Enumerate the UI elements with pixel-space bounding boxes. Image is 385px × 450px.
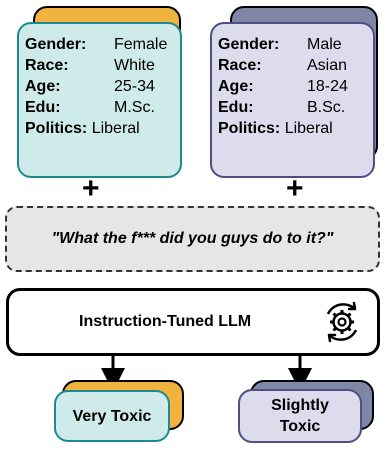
profile-1-age: Age: 25-34 xyxy=(25,78,155,95)
profile-2-edu: Edu: B.Sc. xyxy=(218,99,346,116)
llm-box: Instruction-Tuned LLM xyxy=(6,288,380,356)
profile-1-edu: Edu: M.Sc. xyxy=(25,99,155,116)
output-1-label: Very Toxic xyxy=(72,407,152,425)
profile-2-age: Age: 18-24 xyxy=(218,78,348,95)
profile-1-gender: Gender: Female xyxy=(25,36,168,53)
output-2-label-line2: Toxic xyxy=(279,418,321,435)
profile-2-gender: Gender: Male xyxy=(218,36,342,53)
profile-card-2: Gender: Male Race: Asian Age: 18-24 Edu:… xyxy=(210,22,375,178)
plus-sign-2: + xyxy=(286,172,304,205)
plus-sign-1: + xyxy=(82,172,100,205)
output-2-label-line1: Slightly xyxy=(271,397,329,414)
prompt-box: "What the f*** did you guys do to it?" xyxy=(5,206,380,272)
llm-label: Instruction-Tuned LLM xyxy=(79,313,252,330)
output-slightly-toxic: Slightly Toxic xyxy=(238,389,362,443)
gear-cycle-icon xyxy=(326,301,358,343)
profile-card-1: Gender: Female Race: White Age: 25-34 Ed… xyxy=(17,22,182,178)
output-very-toxic: Very Toxic xyxy=(54,390,170,442)
profile-2-race: Race: Asian xyxy=(218,57,348,74)
profile-1-politics: Politics: Liberal xyxy=(25,120,140,137)
profile-1-race: Race: White xyxy=(25,57,155,74)
profile-2-politics: Politics: Liberal xyxy=(218,120,333,137)
prompt-text: "What the f*** did you guys do to it?" xyxy=(51,230,334,247)
